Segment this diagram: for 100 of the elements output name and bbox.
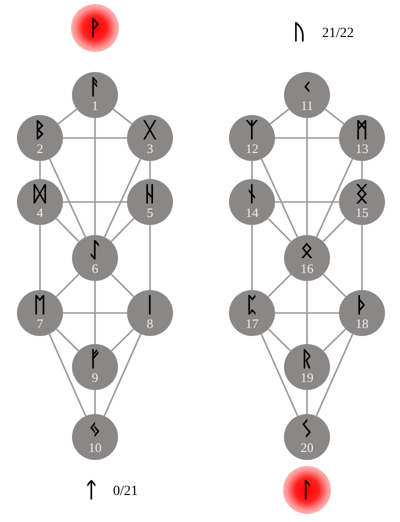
rune-circle [284, 72, 330, 118]
circle-number: 13 [354, 142, 370, 156]
circle-number: 12 [244, 142, 260, 156]
connector-line [316, 334, 354, 416]
rune-circle [127, 290, 173, 336]
circle-number: 10 [88, 441, 102, 455]
rune-symbol: ᛏ [85, 477, 98, 503]
circle-number: 1 [90, 99, 100, 113]
rune-symbol: ᚦ [354, 293, 370, 317]
connector-line [316, 158, 354, 238]
connector-line [110, 218, 134, 242]
connector-line [56, 218, 80, 242]
connector-line [275, 137, 339, 139]
connector-line [275, 201, 339, 203]
circle-number: 8 [146, 317, 154, 331]
rune-symbol: ᚠ [88, 347, 102, 371]
rune-symbol: ᛁ [142, 293, 158, 317]
connector-line [63, 312, 127, 314]
connector-line [94, 118, 96, 235]
circle-number: 5 [146, 206, 154, 220]
connector-line [306, 118, 308, 235]
connector-line [104, 158, 142, 238]
connector-line [361, 225, 363, 290]
ratio-label: 0/21 [113, 484, 138, 500]
rune-symbol: ᚾ [244, 182, 260, 206]
connector-line [268, 218, 292, 242]
rune-symbol: ᚷ [142, 118, 158, 142]
connector-line [110, 274, 134, 298]
circle-number: 3 [146, 142, 154, 156]
rune-circle [17, 290, 63, 336]
glowing-rune: ᚹ [71, 4, 119, 52]
connector-line [110, 328, 134, 352]
connector-line [306, 390, 308, 414]
connector-line [39, 225, 41, 290]
circle-number: 11 [300, 99, 314, 113]
connector-line [104, 334, 142, 416]
rune-circle [17, 115, 63, 161]
rune-circle [229, 115, 275, 161]
rune-symbol: ᚢ [293, 19, 306, 45]
ratio-label: 21/22 [322, 26, 354, 42]
rune-symbol: ᚺ [142, 182, 158, 206]
connector-line [322, 274, 346, 298]
connector-line [94, 281, 96, 344]
rune-circle [72, 414, 118, 460]
connector-line [361, 161, 363, 179]
circle-number: 17 [244, 317, 260, 331]
connector-line [322, 328, 346, 352]
rune-symbol: ᛗ [354, 118, 370, 142]
rune-circle [284, 414, 330, 460]
circle-number: 14 [244, 206, 260, 220]
rune-circle [229, 290, 275, 336]
rune-symbol: ᛈ [244, 293, 260, 317]
rune-symbol: ᛉ [244, 118, 260, 142]
connector-line [149, 225, 151, 290]
rune-circle [127, 115, 173, 161]
rune-symbol: ᛟ [300, 238, 314, 262]
rune-circle [72, 72, 118, 118]
rune-symbol: ᛊ [300, 417, 314, 441]
rune-circle [17, 179, 63, 225]
connector-line [56, 274, 80, 298]
rune-circle [72, 235, 118, 281]
connector-line [63, 137, 127, 139]
rune-symbol: ᛝ [354, 182, 370, 206]
rune-symbol: ᚲ [300, 75, 314, 99]
connector-line [48, 158, 86, 238]
connector-line [260, 334, 298, 416]
circle-number: 7 [36, 317, 44, 331]
circle-number: 18 [354, 317, 370, 331]
connector-line [322, 218, 346, 242]
rune-circle [127, 179, 173, 225]
connector-line [270, 108, 290, 124]
rune-symbol: ᛇ [88, 238, 102, 262]
rune-circle [229, 179, 275, 225]
connector-line [268, 274, 292, 298]
connector-line [268, 328, 292, 352]
circle-number: 6 [90, 262, 100, 276]
rune-circle [72, 344, 118, 390]
circle-number: 2 [36, 142, 44, 156]
rune-circle [284, 344, 330, 390]
rune-circle [284, 235, 330, 281]
circle-number: 4 [36, 206, 44, 220]
connector-line [56, 328, 80, 352]
connector-line [260, 158, 298, 238]
connector-line [251, 161, 253, 179]
connector-line [324, 108, 344, 124]
rune-symbol: ᛒ [32, 118, 48, 142]
rune-symbol: ᚱ [300, 347, 314, 371]
circle-number: 15 [354, 206, 370, 220]
glowing-rune: ᛚ [283, 466, 331, 514]
rune-symbol: ᛖ [32, 293, 48, 317]
connector-line [94, 390, 96, 414]
rune-circle [339, 115, 385, 161]
connector-line [251, 225, 253, 290]
rune-symbol: ᚨ [88, 75, 102, 99]
circle-number: 16 [300, 262, 314, 276]
connector-line [63, 201, 127, 203]
rune-circle [339, 290, 385, 336]
rune-circle [339, 179, 385, 225]
connector-line [149, 161, 151, 179]
connector-line [39, 161, 41, 179]
